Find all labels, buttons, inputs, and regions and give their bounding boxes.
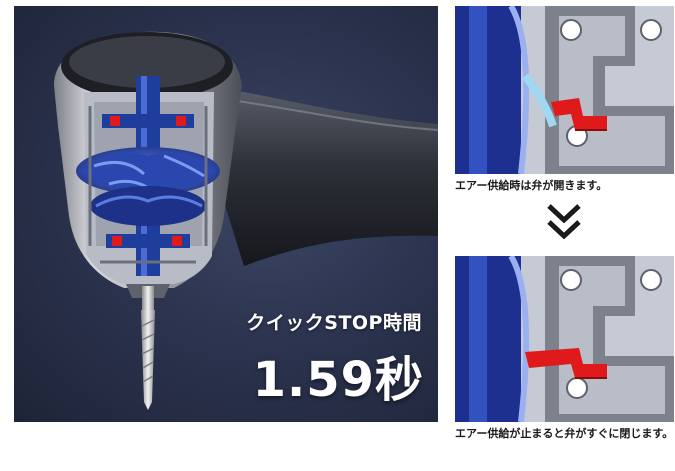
quick-stop-time-value: 1.59秒 bbox=[252, 352, 424, 408]
handpiece-cutaway-illustration bbox=[54, 31, 438, 410]
valve-open-detail-image bbox=[455, 6, 674, 174]
valve-open-caption: エアー供給時は弁が開きます。 bbox=[455, 179, 608, 192]
valve-closed-illustration bbox=[455, 256, 674, 422]
quick-stop-label: クイックSTOP時間 bbox=[246, 312, 422, 334]
valve-closed-caption: エアー供給が止まると弁がすぐに閉じます。 bbox=[455, 427, 674, 440]
double-chevron-down-icon bbox=[546, 202, 582, 242]
valve-open-illustration bbox=[455, 6, 674, 174]
valve-closed-detail-image bbox=[455, 256, 674, 422]
cutaway-image-panel: クイックSTOP時間 1.59秒 bbox=[14, 6, 438, 422]
